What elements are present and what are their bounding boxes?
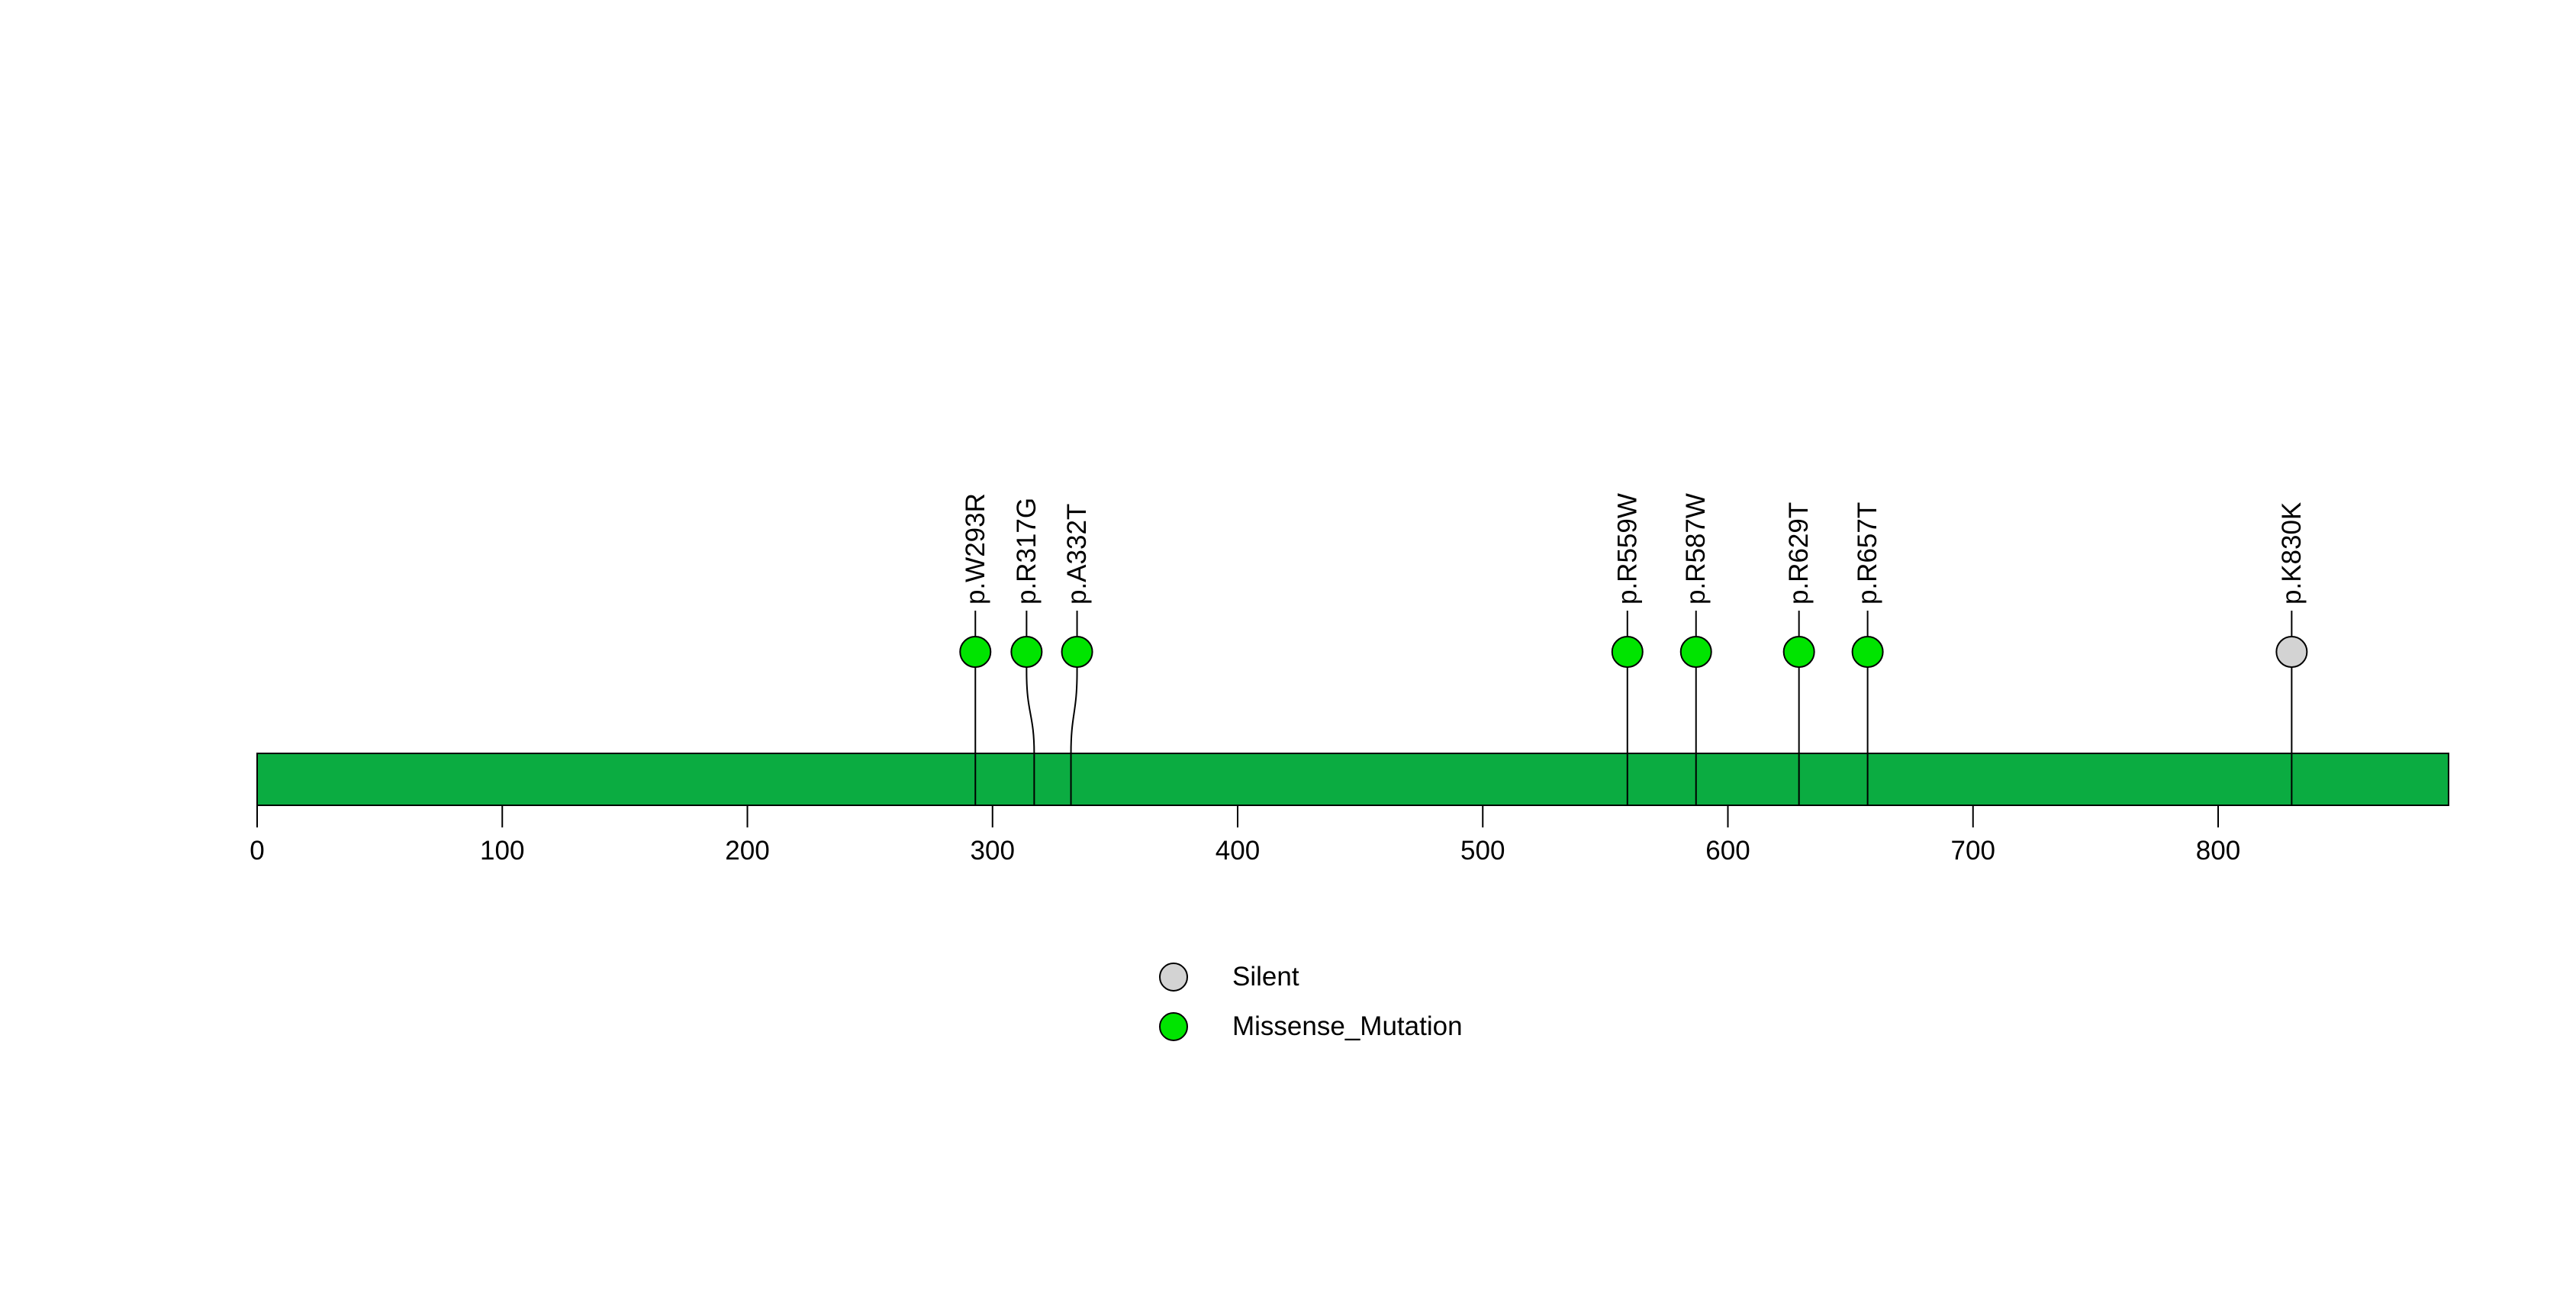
protein-backbone-bar: [256, 753, 2449, 806]
lollipop-circle: [2275, 636, 2308, 668]
mutation-label: p.A332T: [1062, 504, 1092, 605]
mutation-label: p.R657T: [1853, 502, 1882, 605]
x-axis-tick-label: 300: [971, 836, 1015, 866]
x-axis-tick-label: 500: [1460, 836, 1505, 866]
mutation-label: p.W293R: [961, 493, 990, 605]
legend-item-silent: Silent: [1159, 963, 1463, 992]
mutation-label: p.R317G: [1012, 498, 1042, 605]
legend-label-silent: Silent: [1232, 962, 1299, 992]
lollipop-circle: [1851, 636, 1884, 668]
x-axis-tick-label: 600: [1705, 836, 1750, 866]
lollipop-stem: [1070, 611, 1078, 805]
x-axis-tick-label: 700: [1951, 836, 1995, 866]
legend-label-missense: Missense_Mutation: [1232, 1011, 1463, 1041]
lollipop-stem: [1026, 611, 1035, 805]
lollipop-circle: [1010, 636, 1043, 668]
legend-item-missense: Missense_Mutation: [1159, 1012, 1463, 1041]
lollipop-circle: [1782, 636, 1815, 668]
legend-swatch-missense-icon: [1159, 1012, 1188, 1041]
x-axis-tick-label: 800: [2196, 836, 2240, 866]
x-axis-tick-label: 200: [725, 836, 769, 866]
mutation-label: p.K830K: [2277, 502, 2307, 605]
mutation-label: p.R587W: [1681, 493, 1711, 605]
lollipop-circle: [959, 636, 992, 668]
lollipop-circle: [1679, 636, 1712, 668]
x-axis-tick-label: 400: [1216, 836, 1260, 866]
x-axis-tick-label: 0: [250, 836, 264, 866]
lollipop-circle: [1611, 636, 1644, 668]
legend-swatch-silent-icon: [1159, 963, 1188, 992]
legend: Silent Missense_Mutation: [1159, 963, 1463, 1041]
x-axis-tick-label: 100: [480, 836, 524, 866]
mutation-label: p.R629T: [1784, 502, 1814, 605]
lollipop-circle: [1061, 636, 1093, 668]
mutation-label: p.R559W: [1612, 493, 1642, 605]
